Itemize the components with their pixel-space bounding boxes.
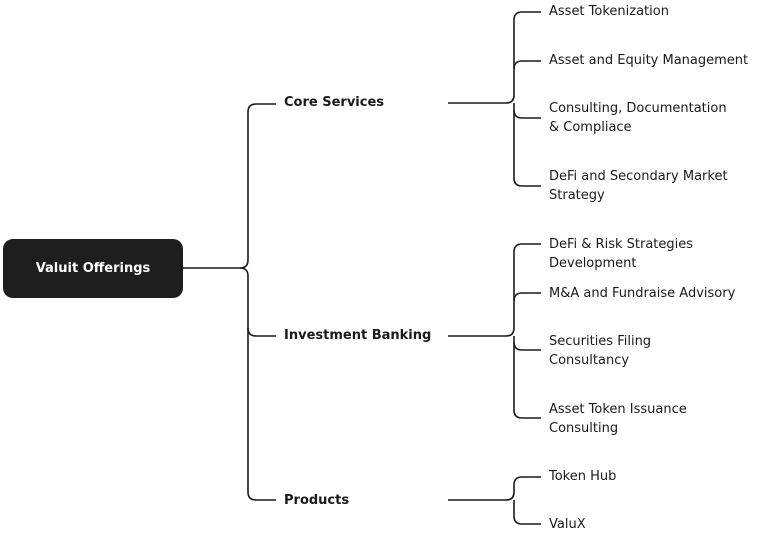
leaf-securities-filing[interactable]: Securities Filing Consultancy bbox=[549, 334, 652, 368]
leaf-ma-fundraise-advisory[interactable]: M&A and Fundraise Advisory bbox=[549, 286, 736, 301]
branch-investment-banking[interactable]: Investment Banking bbox=[284, 328, 432, 343]
root-connector bbox=[239, 267, 276, 501]
root-connector bbox=[183, 103, 276, 269]
products-connector bbox=[448, 476, 541, 501]
investment-banking-connector bbox=[513, 292, 541, 302]
root-label: Valuit Offerings bbox=[35, 261, 151, 276]
branch-core-services[interactable]: Core Services bbox=[284, 95, 385, 110]
investment-banking-connector bbox=[448, 243, 541, 337]
core-services-connector bbox=[513, 103, 541, 187]
leaf-token-hub[interactable]: Token Hub bbox=[549, 469, 617, 484]
leaf-asset-token-issuance[interactable]: Asset Token Issuance Consulting bbox=[549, 402, 687, 436]
leaf-defi-risk-strategies[interactable]: DeFi & Risk Strategies Development bbox=[549, 237, 694, 271]
root-connector bbox=[247, 327, 276, 337]
products-connector bbox=[513, 500, 541, 525]
branch-products[interactable]: Products bbox=[284, 493, 350, 508]
core-services-connector bbox=[448, 11, 541, 104]
leaf-valux[interactable]: ValuX bbox=[549, 517, 586, 532]
core-services-connector bbox=[513, 60, 541, 70]
investment-banking-connector bbox=[513, 341, 541, 351]
leaf-defi-secondary-market[interactable]: DeFi and Secondary Market Strategy bbox=[549, 169, 728, 203]
core-services-connector bbox=[513, 109, 541, 119]
leaf-asset-tokenization[interactable]: Asset Tokenization bbox=[549, 4, 669, 19]
root-node[interactable]: Valuit Offerings bbox=[3, 239, 183, 298]
leaf-consulting-documentation[interactable]: Consulting, Documentation & Compliace bbox=[549, 101, 727, 135]
leaf-asset-equity-management[interactable]: Asset and Equity Management bbox=[549, 53, 749, 68]
investment-banking-connector bbox=[513, 336, 541, 419]
